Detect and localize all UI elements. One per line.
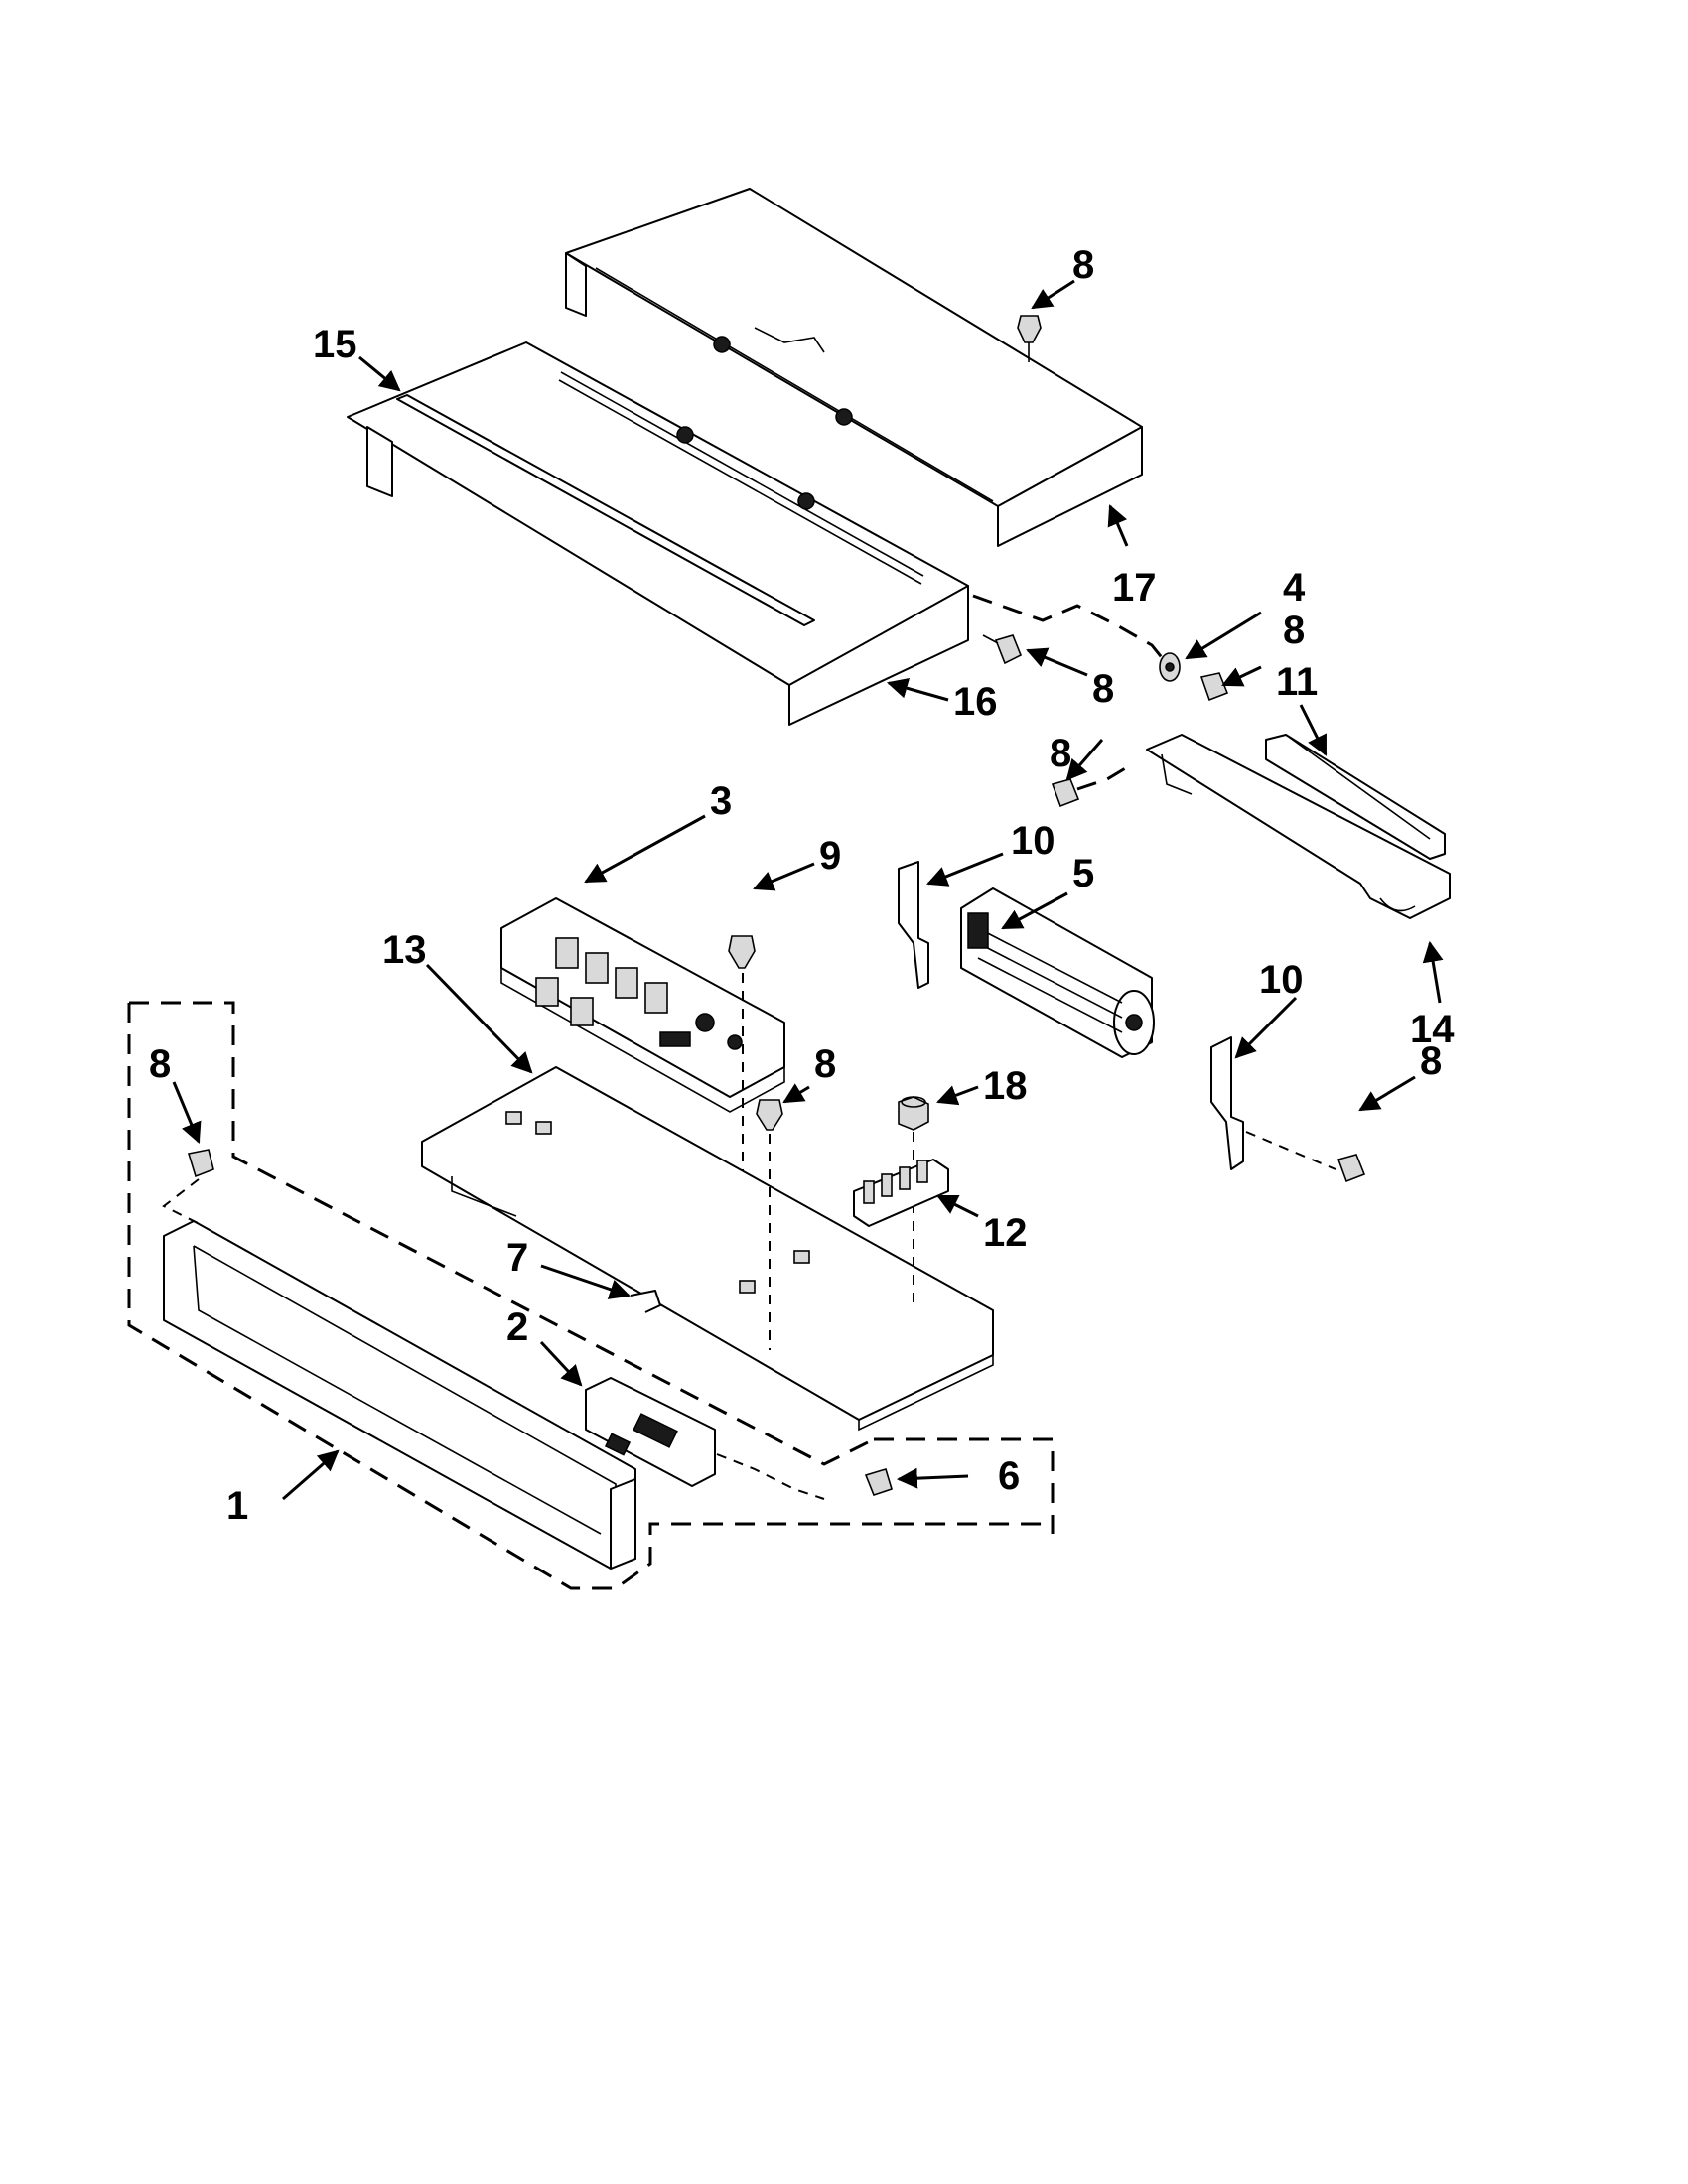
chassis-plate-part-13 [421,1066,994,1432]
bracket-part-14 [1146,734,1451,919]
top-cover-part-17 [565,188,1143,547]
callout-16: 16 [953,680,998,724]
screw-icon [187,1149,214,1178]
callout-13: 13 [382,928,427,972]
callout-8: 8 [149,1042,171,1086]
control-board-part-3 [500,897,785,1113]
screw-icon [756,1099,783,1131]
callout-10: 10 [1011,819,1055,863]
screw-icon [1017,315,1042,362]
callout-3: 3 [710,779,732,823]
callout-6: 6 [998,1454,1020,1498]
screw-icon [982,634,1023,665]
strip-part-15 [396,394,815,626]
callout-10: 10 [1259,958,1304,1002]
callout-7: 7 [506,1236,528,1280]
clip-part-7 [630,1290,661,1313]
callout-2: 2 [506,1305,528,1349]
callout-8: 8 [1092,667,1114,711]
callout-12: 12 [983,1211,1028,1255]
callout-1: 1 [226,1484,248,1528]
nut-part-18 [898,1096,929,1131]
screw-icon [1051,778,1080,808]
bracket-part-10 [898,861,929,989]
callout-17: 17 [1112,566,1157,610]
callout-14: 14 [1410,1008,1455,1051]
callout-labels: 8 15 17 4 8 8 16 8 11 3 9 10 5 13 14 10 … [149,243,1455,1528]
washer-icon [1159,652,1181,682]
callout-8: 8 [1283,609,1305,652]
leader-lines [172,279,1444,1501]
callout-8: 8 [1420,1039,1442,1083]
callout-9: 9 [819,834,841,878]
screw-icon [1336,1154,1366,1183]
callout-5: 5 [1072,852,1094,895]
console-trim-part-1 [163,1220,636,1570]
callout-18: 18 [983,1064,1028,1108]
callout-8: 8 [1050,732,1071,775]
callout-8: 8 [814,1042,836,1086]
lower-cover-part-16 [347,341,969,726]
screw-icon [864,1468,893,1496]
callout-11: 11 [1276,660,1318,704]
screw-icon [1199,672,1229,702]
terminal-block-part-12 [853,1159,949,1227]
callout-4: 4 [1283,566,1306,610]
callout-8: 8 [1072,243,1094,287]
callout-15: 15 [313,323,357,366]
blower-fan-part-5 [960,887,1155,1058]
bracket-part-10 [1210,1036,1244,1170]
display-board-part-2 [585,1377,716,1487]
screw-icon [728,935,756,969]
